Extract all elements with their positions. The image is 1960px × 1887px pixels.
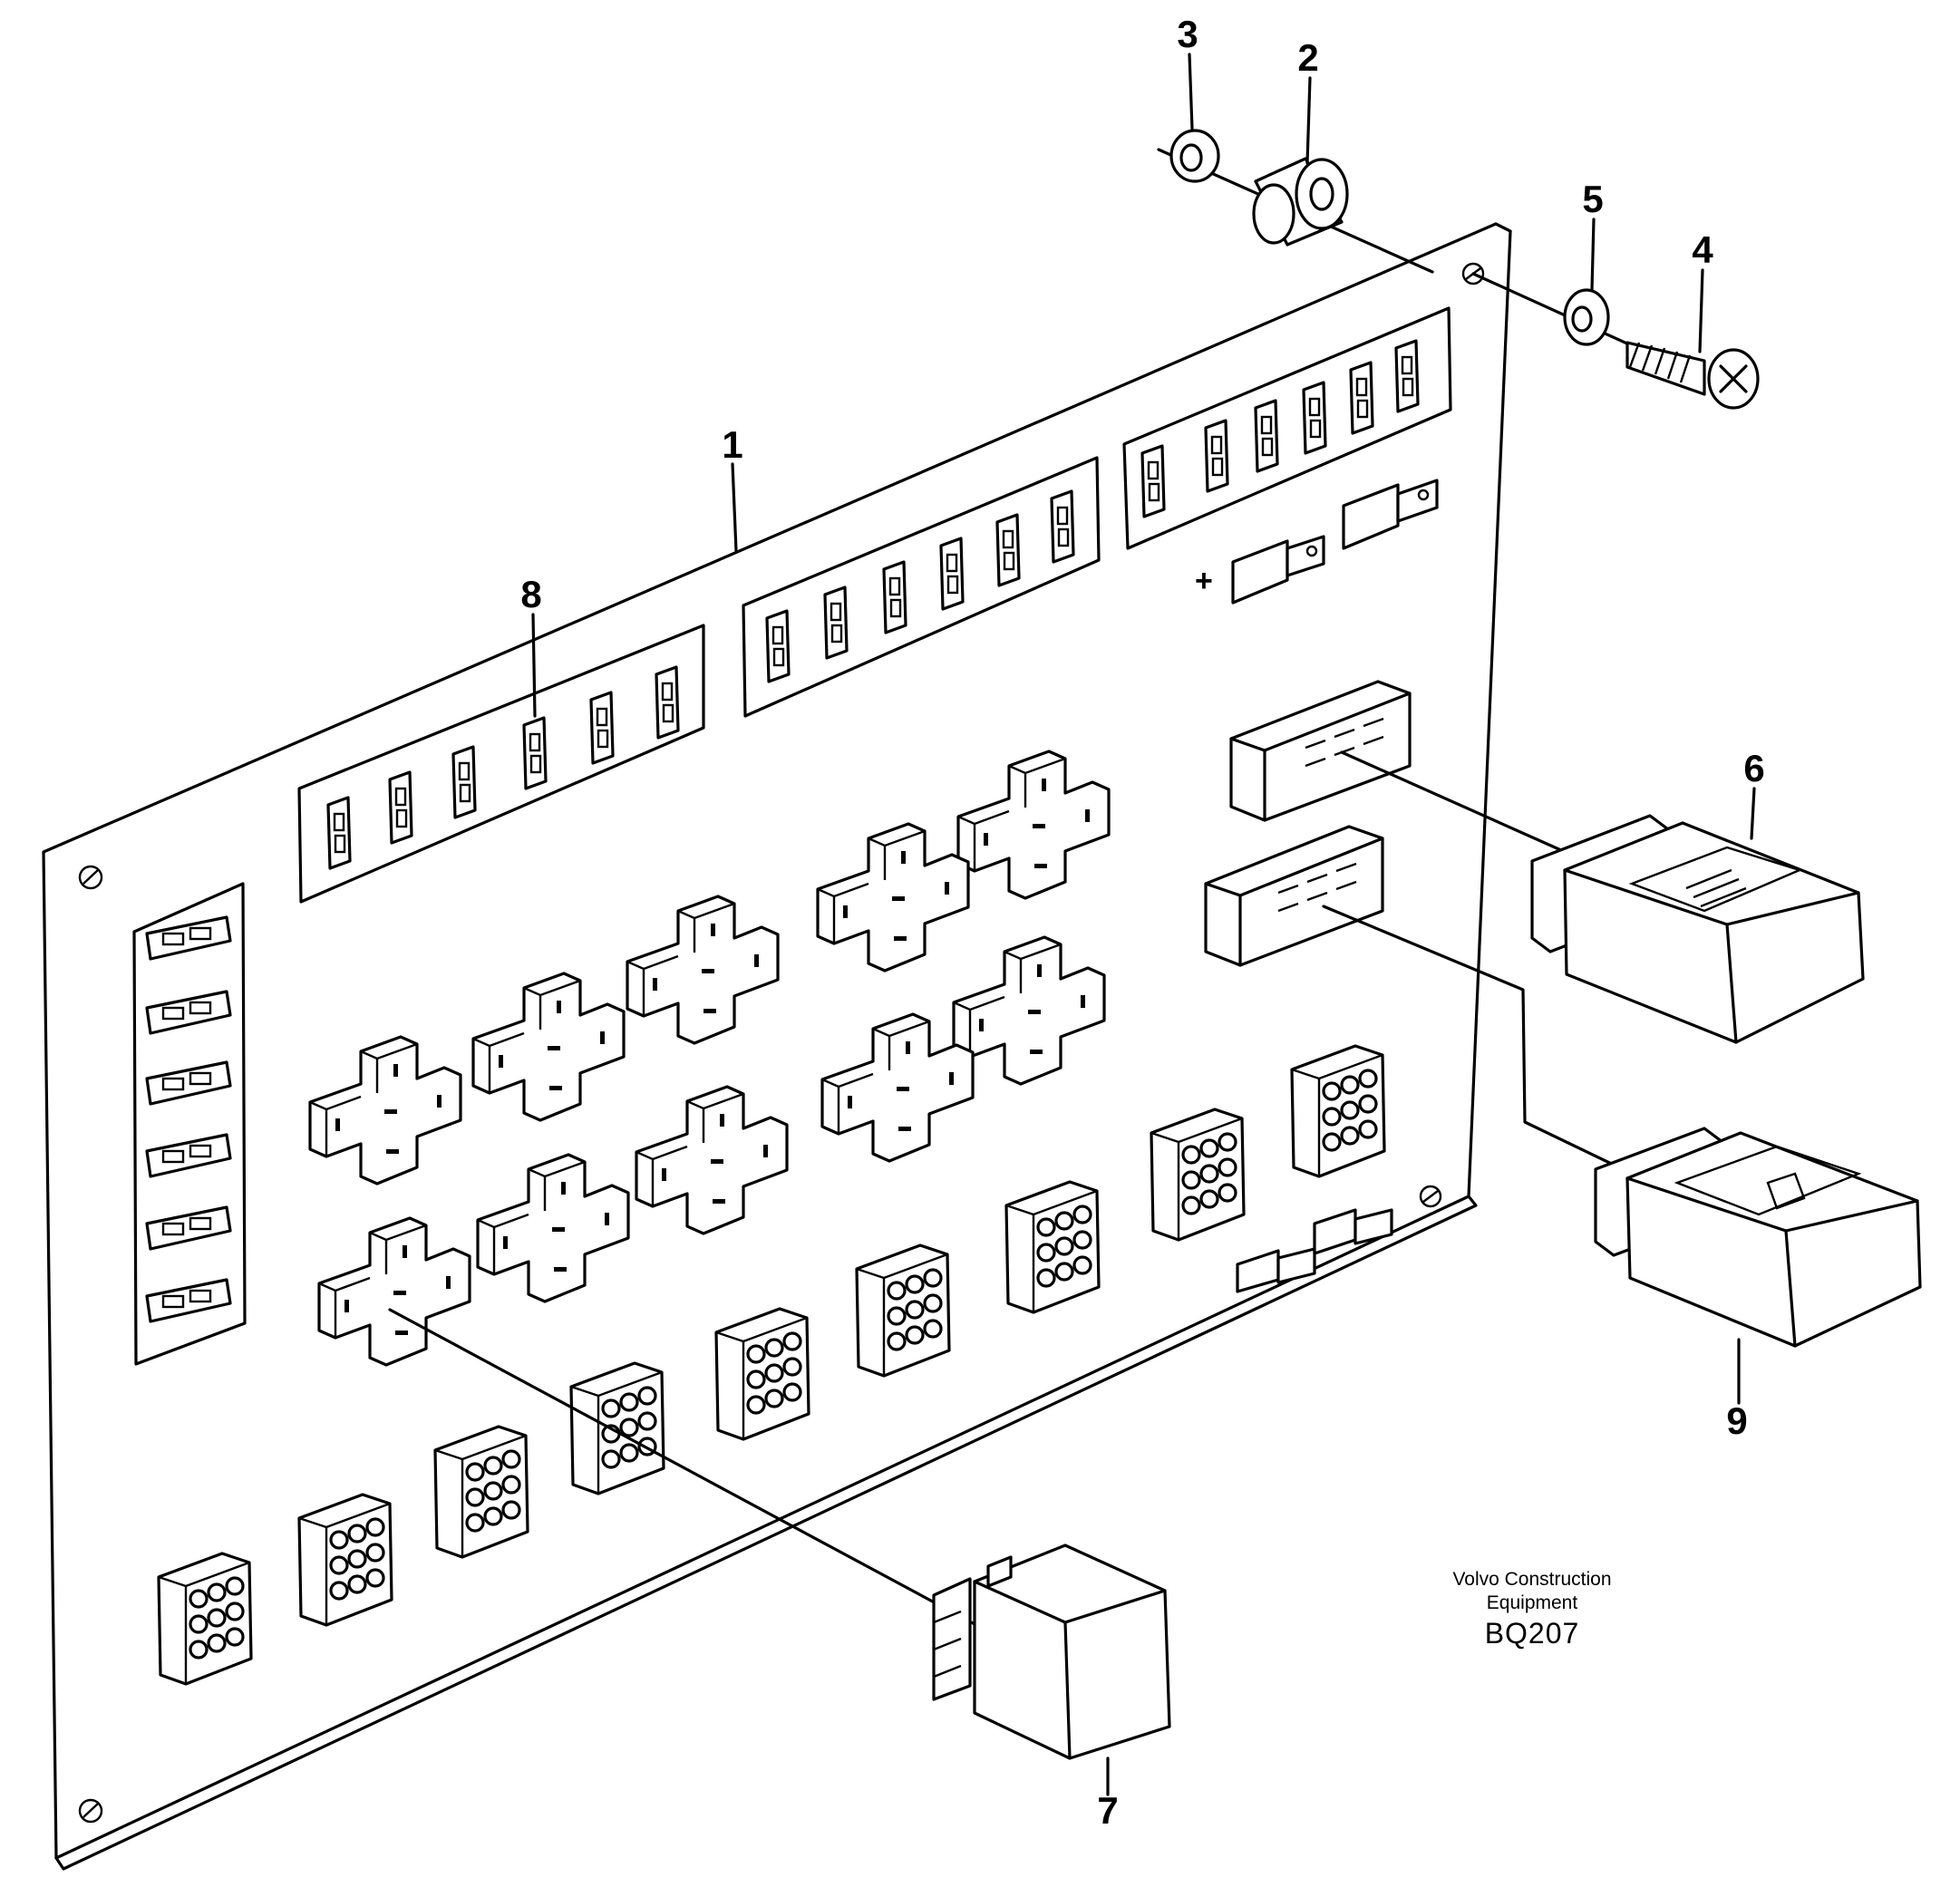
pin-socket-5 (714, 1307, 810, 1441)
relay-socket-4 (471, 972, 626, 1122)
pin-socket-3 (433, 1425, 529, 1559)
fuse-v-6 (145, 1278, 232, 1323)
callout-1: 1 (722, 423, 743, 553)
fuse-c-4 (1302, 381, 1327, 455)
fuse-a-5 (589, 691, 615, 765)
terminal-tab-lower-2 (1313, 1208, 1393, 1255)
terminal-tab-lower-1 (1236, 1247, 1316, 1293)
fuse-strip-upper-right (1122, 306, 1452, 550)
terminal-tab-upper-1 (1231, 535, 1325, 605)
fuse-v-5 (145, 1205, 232, 1251)
figure-code: BQ207 (1484, 1617, 1580, 1650)
pin-socket-1 (157, 1552, 253, 1686)
credit-line-1: Volvo Construction (1452, 1569, 1612, 1590)
terminal-tab-upper-2 (1342, 479, 1439, 550)
mounting-hole-bottom-left (78, 1798, 103, 1824)
fuse-v-4 (145, 1133, 232, 1178)
circuit-board-panel (42, 222, 1512, 1871)
positive-mark: + (1195, 564, 1213, 598)
relay-socket-7 (820, 1012, 975, 1163)
fuse-c-1 (1140, 444, 1166, 518)
relay-socket-9 (476, 1153, 630, 1303)
mounting-hole-bottom-right (1419, 1185, 1442, 1208)
svg-text:2: 2 (1297, 36, 1318, 79)
callout-2: 2 (1297, 36, 1319, 165)
relay-socket-group (308, 750, 1111, 1367)
fuse-a-2 (388, 770, 413, 845)
pin-socket-9 (1290, 1044, 1386, 1178)
relay-socket-2 (816, 822, 970, 973)
spacer-2 (1252, 157, 1349, 247)
fuse-a-6 (655, 665, 680, 740)
callout-7: 7 (1097, 1756, 1119, 1832)
fuse-c-6 (1394, 339, 1420, 413)
fuse-a-1 (326, 796, 352, 870)
svg-text:8: 8 (520, 573, 541, 615)
relay-socket-8 (635, 1085, 789, 1235)
callout-6: 6 (1743, 747, 1765, 840)
callout-5: 5 (1582, 178, 1604, 292)
fuse-c-3 (1254, 399, 1279, 473)
fuse-a-4 (522, 716, 548, 790)
fuse-c-5 (1349, 361, 1374, 435)
fuse-strip-upper-left (297, 624, 705, 904)
pin-socket-4 (569, 1361, 665, 1495)
relay-socket-1 (956, 750, 1111, 900)
svg-text:1: 1 (722, 423, 742, 466)
credit-line-2: Equipment (1486, 1592, 1578, 1613)
svg-text:3: 3 (1177, 13, 1198, 55)
board-connector-receptacle-6 (1229, 680, 1412, 822)
pin-socket-8 (1150, 1108, 1246, 1242)
pin-socket-7 (1004, 1180, 1101, 1314)
washer-5 (1563, 288, 1610, 346)
fuse-a-3 (451, 745, 477, 819)
pin-socket-group (157, 1044, 1386, 1686)
washer-3 (1169, 129, 1220, 183)
connector-plug-9 (1594, 1127, 1922, 1348)
fuse-b-3 (882, 560, 907, 634)
pin-socket-6 (855, 1243, 951, 1378)
svg-text:4: 4 (1692, 228, 1713, 271)
connector-plug-6 (1530, 814, 1865, 1044)
relay-socket-5 (308, 1035, 462, 1185)
leader-line-6 (1340, 750, 1597, 867)
fuse-v-2 (145, 990, 232, 1035)
fuse-b-1 (765, 609, 791, 683)
fuse-strip-upper-middle (742, 456, 1101, 718)
screw-4 (1625, 341, 1760, 410)
svg-text:9: 9 (1726, 1399, 1747, 1442)
callout-4: 4 (1692, 228, 1713, 353)
leader-line-7 (388, 1308, 990, 1633)
relay-7 (932, 1543, 1171, 1760)
fuse-strip-vertical-left (132, 882, 247, 1366)
mounting-hole-top-left (78, 865, 103, 890)
fuse-v-3 (145, 1060, 232, 1106)
callout-3: 3 (1177, 13, 1198, 131)
callout-9: 9 (1726, 1338, 1748, 1442)
fuse-b-5 (995, 513, 1021, 587)
fuse-v-1 (145, 915, 232, 961)
svg-text:6: 6 (1743, 747, 1764, 789)
callout-8: 8 (520, 573, 542, 718)
svg-text:5: 5 (1582, 178, 1603, 220)
fuse-c-2 (1204, 419, 1229, 493)
leader-line-9 (1322, 905, 1625, 1171)
relay-socket-10 (317, 1216, 471, 1367)
svg-text:7: 7 (1097, 1789, 1118, 1832)
fuse-b-6 (1050, 489, 1075, 564)
relay-socket-6 (952, 935, 1106, 1086)
fuse-b-4 (939, 537, 965, 611)
board-connector-receptacle-9 (1204, 825, 1384, 967)
fuse-b-2 (823, 585, 849, 660)
pin-socket-2 (297, 1493, 393, 1627)
publisher-credit: Volvo Construction Equipment BQ207 (1396, 1568, 1668, 1651)
relay-socket-3 (626, 895, 780, 1045)
